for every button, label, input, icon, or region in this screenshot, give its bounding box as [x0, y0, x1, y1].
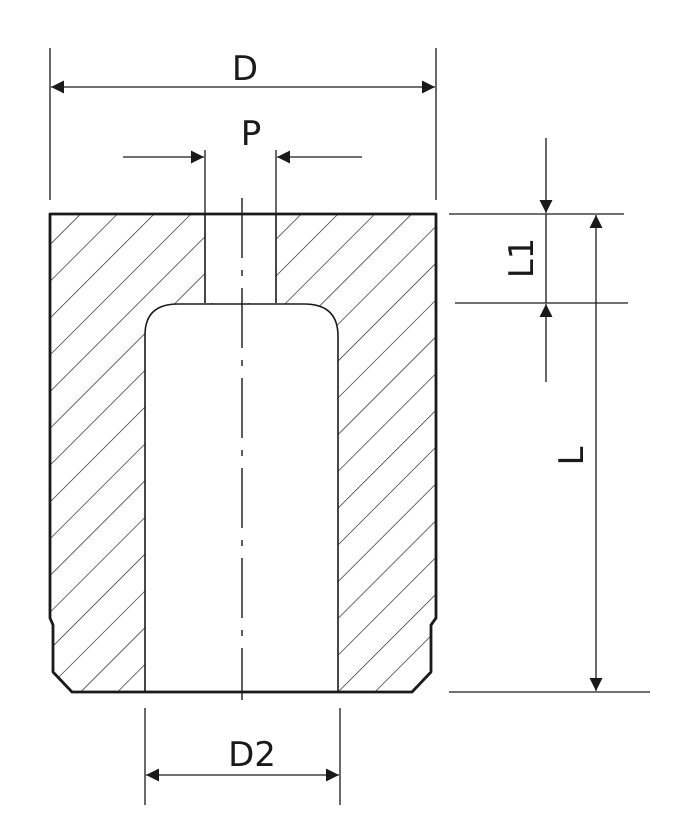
body-outline [48, 212, 438, 694]
label-l1: L1 [502, 238, 542, 279]
label-p: P [241, 114, 262, 154]
bore-outline [144, 303, 339, 692]
label-d2: D2 [228, 735, 276, 775]
label-l: L [552, 446, 592, 465]
label-d: D [232, 49, 258, 89]
section-hatch [50, 214, 436, 692]
